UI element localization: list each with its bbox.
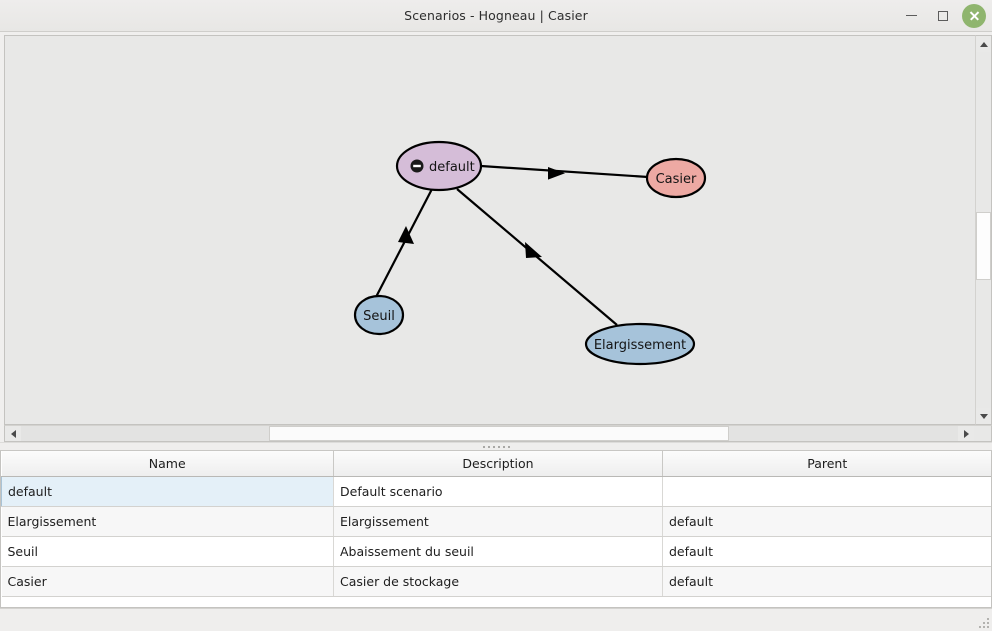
scroll-right-button[interactable] (958, 426, 974, 441)
graph-edges (375, 164, 649, 326)
graph-node-elargissement[interactable]: Elargissement (584, 322, 696, 366)
edge-default-casier (480, 164, 649, 179)
minimize-button[interactable] (898, 3, 924, 29)
cell-parent[interactable]: default (662, 536, 991, 567)
column-header-parent[interactable]: Parent (662, 451, 991, 477)
scrollbar-corner (974, 426, 991, 441)
graph-node-default[interactable]: default (395, 140, 483, 192)
status-bar (0, 608, 992, 631)
cell-parent[interactable]: default (662, 506, 991, 537)
node-label-casier: Casier (656, 172, 697, 187)
edge-default-seuil (375, 188, 433, 298)
cell-name[interactable]: Elargissement (1, 506, 334, 537)
splitter-grip-icon (482, 445, 510, 448)
title-bar[interactable]: Scenarios - Hogneau | Casier (0, 0, 992, 32)
minimize-icon (905, 15, 917, 16)
triangle-down-icon (979, 413, 988, 419)
scenarios-table: Name Description Parent default Default … (1, 451, 991, 597)
vertical-scroll-thumb[interactable] (976, 212, 991, 280)
graph-canvas[interactable]: default Casier Seuil Elargissement (4, 35, 975, 425)
arrowhead-default-elargissement (525, 242, 542, 258)
scenario-graph-svg: default Casier Seuil Elargissement (353, 140, 707, 366)
node-ellipse-default (395, 140, 483, 192)
table-row[interactable]: default Default scenario (1, 476, 991, 507)
cell-name[interactable]: default (1, 476, 334, 507)
maximize-button[interactable] (930, 3, 956, 29)
resize-grip-icon[interactable] (976, 615, 989, 628)
close-button[interactable] (962, 3, 986, 28)
node-ellipse-seuil (353, 294, 405, 336)
scenarios-table-region: Name Description Parent default Default … (0, 451, 992, 608)
scroll-left-button[interactable] (5, 426, 21, 441)
graph-node-seuil[interactable]: Seuil (353, 294, 405, 336)
column-header-description[interactable]: Description (333, 451, 663, 477)
cell-description[interactable]: Casier de stockage (333, 566, 663, 597)
table-row[interactable]: Casier Casier de stockage default (1, 566, 991, 597)
scroll-down-button[interactable] (976, 408, 991, 424)
node-label-default: default (429, 160, 475, 175)
scroll-up-button[interactable] (976, 36, 991, 52)
table-empty-area[interactable] (1, 597, 991, 608)
table-header-row: Name Description Parent (1, 451, 991, 477)
horizontal-scroll-thumb[interactable] (269, 426, 729, 441)
collapse-icon-minus (413, 164, 421, 168)
cell-parent[interactable]: default (662, 566, 991, 597)
graph-vertical-scrollbar[interactable] (975, 35, 992, 425)
cell-description[interactable]: Default scenario (333, 476, 663, 507)
maximize-icon (938, 10, 948, 21)
cell-description[interactable]: Elargissement (333, 506, 663, 537)
panel-splitter[interactable] (0, 442, 992, 451)
triangle-left-icon (10, 429, 16, 438)
node-label-elargissement: Elargissement (594, 338, 686, 353)
cell-description[interactable]: Abaissement du seuil (333, 536, 663, 567)
horizontal-scroll-track[interactable] (21, 426, 958, 441)
arrowhead-default-seuil (398, 226, 414, 244)
node-ellipse-elargissement (584, 322, 696, 366)
graph-node-casier[interactable]: Casier (645, 157, 707, 199)
triangle-up-icon (979, 41, 988, 47)
table-row[interactable]: Elargissement Elargissement default (1, 506, 991, 537)
close-icon (969, 10, 980, 21)
table-row[interactable]: Seuil Abaissement du seuil default (1, 536, 991, 567)
node-label-seuil: Seuil (363, 309, 395, 324)
cell-parent[interactable] (662, 476, 991, 507)
cell-name[interactable]: Casier (1, 566, 334, 597)
cell-name[interactable]: Seuil (1, 536, 334, 567)
triangle-right-icon (963, 429, 969, 438)
graph-horizontal-scrollbar[interactable] (4, 425, 992, 442)
arrowhead-default-casier (548, 167, 565, 180)
column-header-name[interactable]: Name (1, 451, 334, 477)
window-controls (898, 0, 986, 31)
vertical-scroll-track[interactable] (976, 52, 991, 408)
node-ellipse-casier (645, 157, 707, 199)
window-title: Scenarios - Hogneau | Casier (404, 8, 588, 23)
graph-panel: default Casier Seuil Elargissement (0, 32, 992, 425)
